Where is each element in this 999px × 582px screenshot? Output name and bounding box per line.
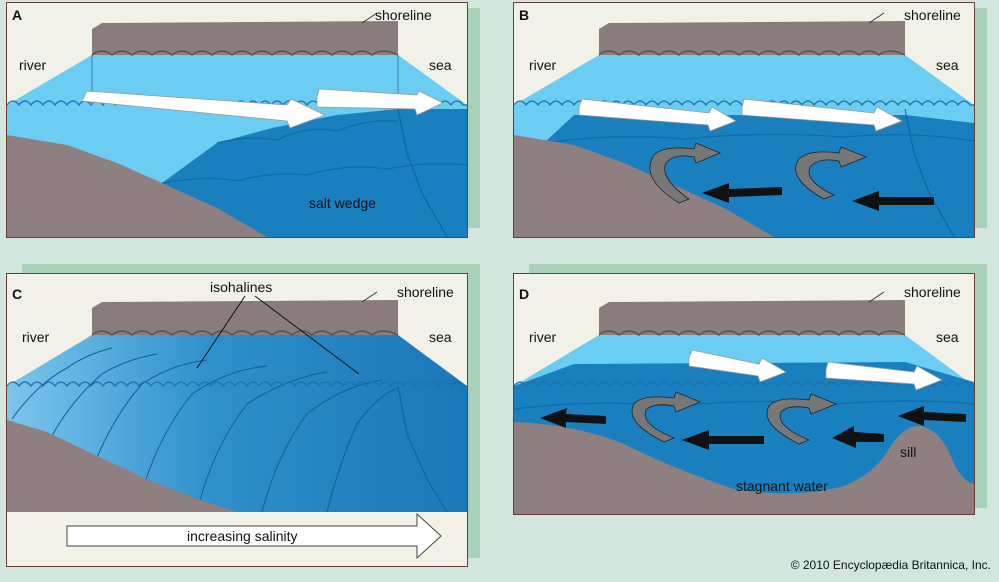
surface-outflow-arrow [688,349,787,383]
river-label: river [529,57,557,73]
surface-outflow-arrow [81,90,327,129]
stagnant-water-label: stagnant water [736,478,828,494]
shoreline-label: shoreline [375,7,432,23]
surface-outflow-arrow [578,98,737,132]
panel-letter: C [12,286,23,302]
copyright-text: © 2010 Encyclopædia Britannica, Inc. [790,558,991,572]
isohaline-pointer [254,295,360,375]
surface-outflow-arrow [741,98,903,132]
panel-a-diagram [7,12,467,237]
panel-d-diagram [514,291,974,514]
river-label: river [19,57,47,73]
panel-letter: D [519,286,530,302]
isohaline-pointer [196,295,246,369]
isohaline-lines [11,347,448,513]
mixing-arrow [649,142,722,204]
panel-b-diagram [514,12,974,237]
land-block [92,21,398,55]
shoreline-label: shoreline [904,284,961,300]
sea-label: sea [429,57,452,73]
sea-label: sea [936,329,959,345]
bottom-inflow-arrow [540,408,606,428]
seabed-with-sill [514,422,974,514]
sea-label: sea [936,57,959,73]
bottom-inflow-arrow [682,430,764,450]
surface-outflow-arrow [825,361,943,391]
panel-c-diagram [7,291,467,566]
increasing-salinity-arrow [66,512,442,560]
river-label: river [22,329,50,345]
land-block [92,300,398,335]
bottom-inflow-arrow [852,191,934,211]
sill-label: sill [900,444,917,460]
river-label: river [529,329,557,345]
isohalines-label: isohalines [210,279,273,295]
increasing-salinity-label: increasing salinity [187,528,298,544]
panel-d: D shoreline river sea sill stagnant wate… [513,273,975,515]
surface-outflow-arrow [316,88,444,116]
panel-b: B shoreline river sea [513,2,975,238]
shoreline-label: shoreline [397,284,454,300]
mixing-arrow [795,146,868,200]
mixing-arrow [631,391,702,443]
bottom-inflow-arrow [702,183,782,203]
seabed [7,420,237,512]
salt-wedge-label: salt wedge [309,195,376,211]
land-block [599,21,905,55]
panel-a: A shoreline river sea salt wedge [6,2,468,238]
bottom-inflow-arrow [898,406,966,426]
shoreline-label: shoreline [904,7,961,23]
mixing-arrow [766,393,838,445]
panel-c: C isohalines shoreline river sea increas… [6,273,468,567]
bottom-inflow-arrow [832,426,884,448]
seabed [514,135,774,237]
panel-letter: A [12,7,23,23]
sea-label: sea [429,329,452,345]
seabed [7,135,267,237]
land-block [599,300,905,335]
panel-letter: B [519,7,530,23]
